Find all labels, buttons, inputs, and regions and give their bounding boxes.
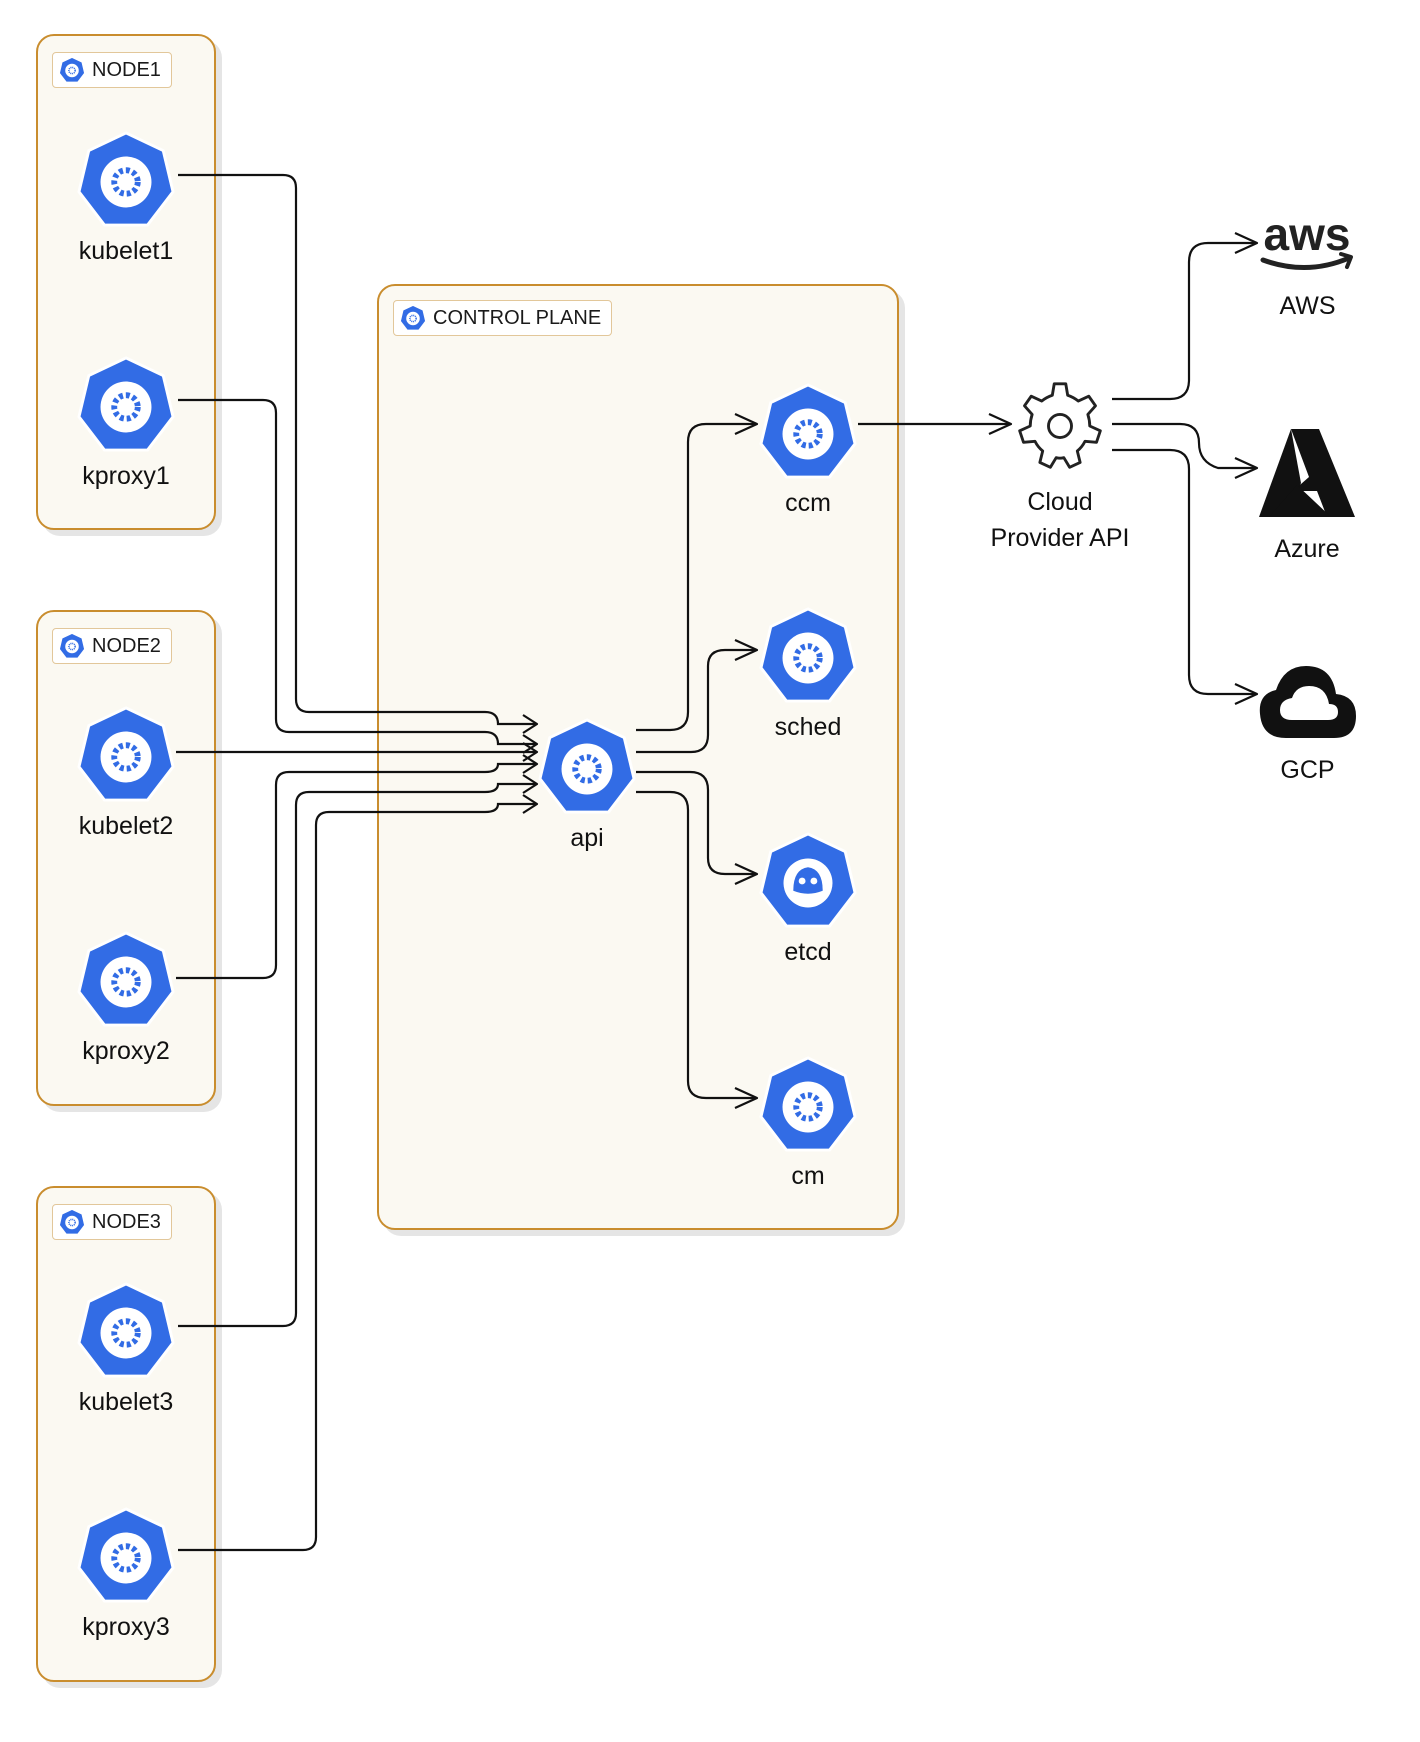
node2-label: NODE2	[52, 628, 172, 664]
kubelet3-label: kubelet3	[78, 1388, 174, 1416]
kubernetes-component-icon	[759, 383, 857, 481]
kubernetes-component-icon	[538, 718, 636, 816]
kubernetes-component-icon	[77, 931, 175, 1029]
kproxy1-node[interactable]: kproxy1	[76, 356, 176, 491]
gcp-label: GCP	[1280, 756, 1335, 784]
etcd-label: etcd	[784, 938, 832, 966]
control-plane-label-text: CONTROL PLANE	[433, 306, 602, 329]
kproxy2-node[interactable]: kproxy2	[76, 931, 176, 1066]
kproxy3-node[interactable]: kproxy3	[76, 1507, 176, 1642]
ccm-label: ccm	[785, 489, 831, 517]
gear-icon	[1018, 382, 1102, 469]
cloud-provider-api-label: Cloud Provider API	[990, 488, 1130, 552]
api-label: api	[570, 824, 604, 852]
node3-label: NODE3	[52, 1204, 172, 1240]
kubernetes-component-icon	[759, 1056, 857, 1154]
kubelet3-node[interactable]: kubelet3	[76, 1282, 176, 1417]
cloud-provider-api-node[interactable]: Cloud Provider API	[980, 378, 1140, 556]
aws-logo: aws	[1260, 210, 1353, 270]
sched-node[interactable]: sched	[758, 607, 858, 742]
kubernetes-component-icon	[77, 706, 175, 804]
control-plane-label: CONTROL PLANE	[393, 300, 613, 336]
azure-node[interactable]: Azure	[1257, 425, 1357, 567]
sched-label: sched	[774, 713, 842, 741]
node2-label-text: NODE2	[92, 634, 161, 657]
node1-label-text: NODE1	[92, 58, 161, 81]
kubernetes-component-icon	[759, 607, 857, 705]
kubernetes-component-icon	[77, 356, 175, 454]
aws-wordmark: aws	[1264, 210, 1351, 260]
kubernetes-component-icon	[77, 131, 175, 229]
aws-node[interactable]: aws AWS	[1255, 210, 1360, 324]
aws-label: AWS	[1279, 292, 1336, 320]
etcd-node[interactable]: etcd	[758, 832, 858, 967]
api-node[interactable]: api	[537, 718, 637, 853]
cm-label: cm	[791, 1162, 825, 1190]
azure-logo	[1259, 429, 1355, 517]
node3-group	[36, 1186, 216, 1682]
kubernetes-component-icon	[77, 1507, 175, 1605]
etcd-icon	[759, 832, 857, 928]
node1-label: NODE1	[52, 52, 172, 88]
ccm-node[interactable]: ccm	[758, 383, 858, 518]
kproxy3-label: kproxy3	[82, 1613, 170, 1641]
kubelet2-node[interactable]: kubelet2	[76, 706, 176, 841]
kproxy1-label: kproxy1	[82, 462, 170, 490]
kubelet1-node[interactable]: kubelet1	[76, 131, 176, 266]
kubernetes-component-icon	[77, 1282, 175, 1380]
node3-label-text: NODE3	[92, 1210, 161, 1233]
kubelet1-label: kubelet1	[78, 237, 174, 265]
gcp-node[interactable]: GCP	[1255, 660, 1360, 788]
kproxy2-label: kproxy2	[82, 1037, 170, 1065]
google-cloud-logo	[1259, 666, 1356, 738]
cm-node[interactable]: cm	[758, 1056, 858, 1191]
kubelet2-label: kubelet2	[78, 812, 174, 840]
azure-label: Azure	[1274, 535, 1340, 563]
